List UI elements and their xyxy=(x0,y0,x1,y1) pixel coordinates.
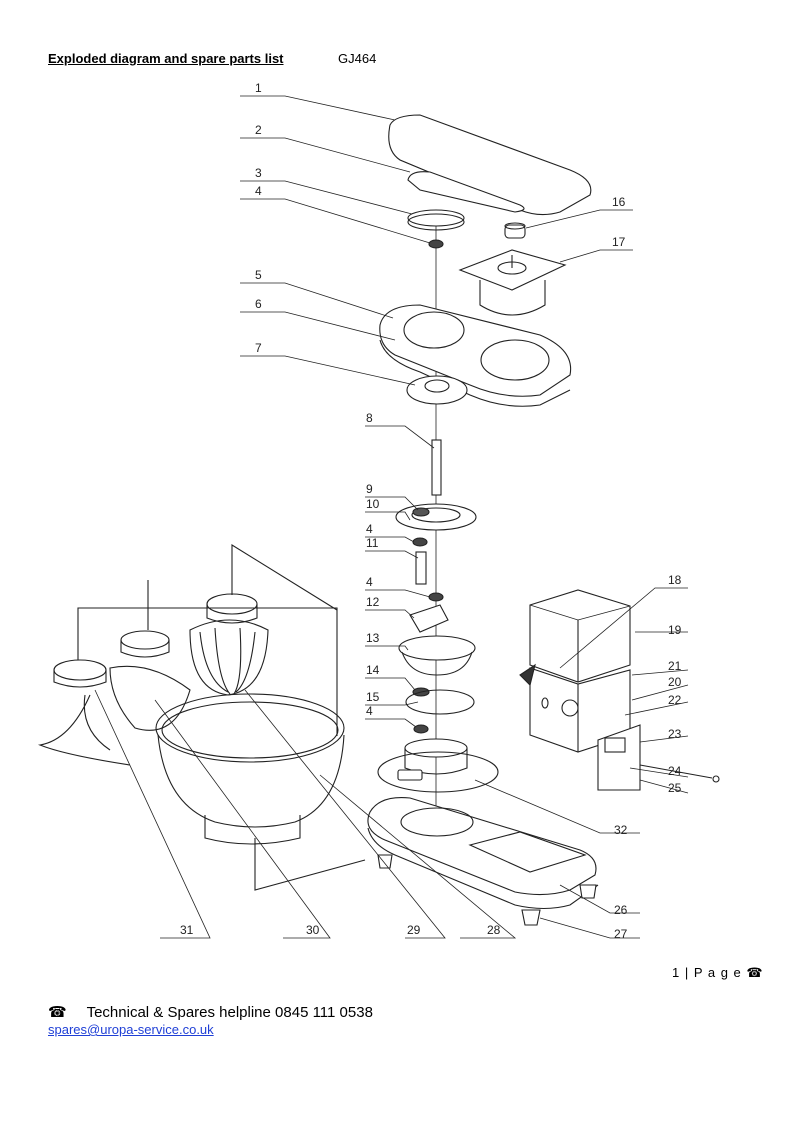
part-label: 26 xyxy=(614,903,628,917)
part-label: 2 xyxy=(255,123,262,137)
part-label: 8 xyxy=(366,411,373,425)
part-label: 24 xyxy=(668,764,682,778)
part-label: 12 xyxy=(366,595,380,609)
part-label: 4 xyxy=(366,704,373,718)
page-number: 1 | P a g e ☎ xyxy=(672,965,764,981)
part-label: 18 xyxy=(668,573,682,587)
part-label: 6 xyxy=(255,297,262,311)
model-code: GJ464 xyxy=(338,51,377,66)
part-label: 3 xyxy=(255,166,262,180)
page-label: 1 | P a g e xyxy=(672,965,742,980)
page-title: Exploded diagram and spare parts list xyxy=(48,51,284,66)
helpline: ☎ Technical & Spares helpline 0845 111 0… xyxy=(48,1003,373,1021)
part-label: 14 xyxy=(366,663,380,677)
part-label: 16 xyxy=(612,195,626,209)
exploded-diagram: 1 2 3 4 5 6 7 8 9 10 4 11 4 12 13 14 15 … xyxy=(37,81,720,941)
part-label: 5 xyxy=(255,268,262,282)
part-label: 11 xyxy=(366,536,379,550)
telephone-icon: ☎ xyxy=(48,1004,67,1021)
part-label: 31 xyxy=(180,923,194,937)
part-label: 7 xyxy=(255,341,262,355)
leader-lines xyxy=(94,95,689,939)
part-label: 1 xyxy=(255,81,262,95)
helpline-text: Technical & Spares helpline 0845 111 053… xyxy=(86,1004,373,1021)
part-label: 27 xyxy=(614,927,628,941)
part-label: 22 xyxy=(668,693,682,707)
part-label: 10 xyxy=(366,497,380,511)
part-label: 32 xyxy=(614,823,628,837)
part-label: 25 xyxy=(668,781,682,795)
email-link[interactable]: spares@uropa-service.co.uk xyxy=(48,1022,214,1037)
part-label: 4 xyxy=(255,184,262,198)
part-label: 15 xyxy=(366,690,380,704)
part-label: 28 xyxy=(487,923,501,937)
part-label: 21 xyxy=(668,659,682,673)
telephone-icon: ☎ xyxy=(746,965,764,980)
part-label: 9 xyxy=(366,482,373,496)
part-label: 29 xyxy=(407,923,421,937)
diagram-drawing xyxy=(37,114,720,926)
part-label: 20 xyxy=(668,675,682,689)
part-label: 17 xyxy=(612,235,626,249)
part-number-labels: 1 2 3 4 5 6 7 8 9 10 4 11 4 12 13 14 15 … xyxy=(180,81,682,941)
part-label: 13 xyxy=(366,631,380,645)
part-label: 4 xyxy=(366,575,373,589)
part-label: 30 xyxy=(306,923,320,937)
part-label: 4 xyxy=(366,522,373,536)
part-label: 19 xyxy=(668,623,682,637)
part-label: 23 xyxy=(668,727,682,741)
